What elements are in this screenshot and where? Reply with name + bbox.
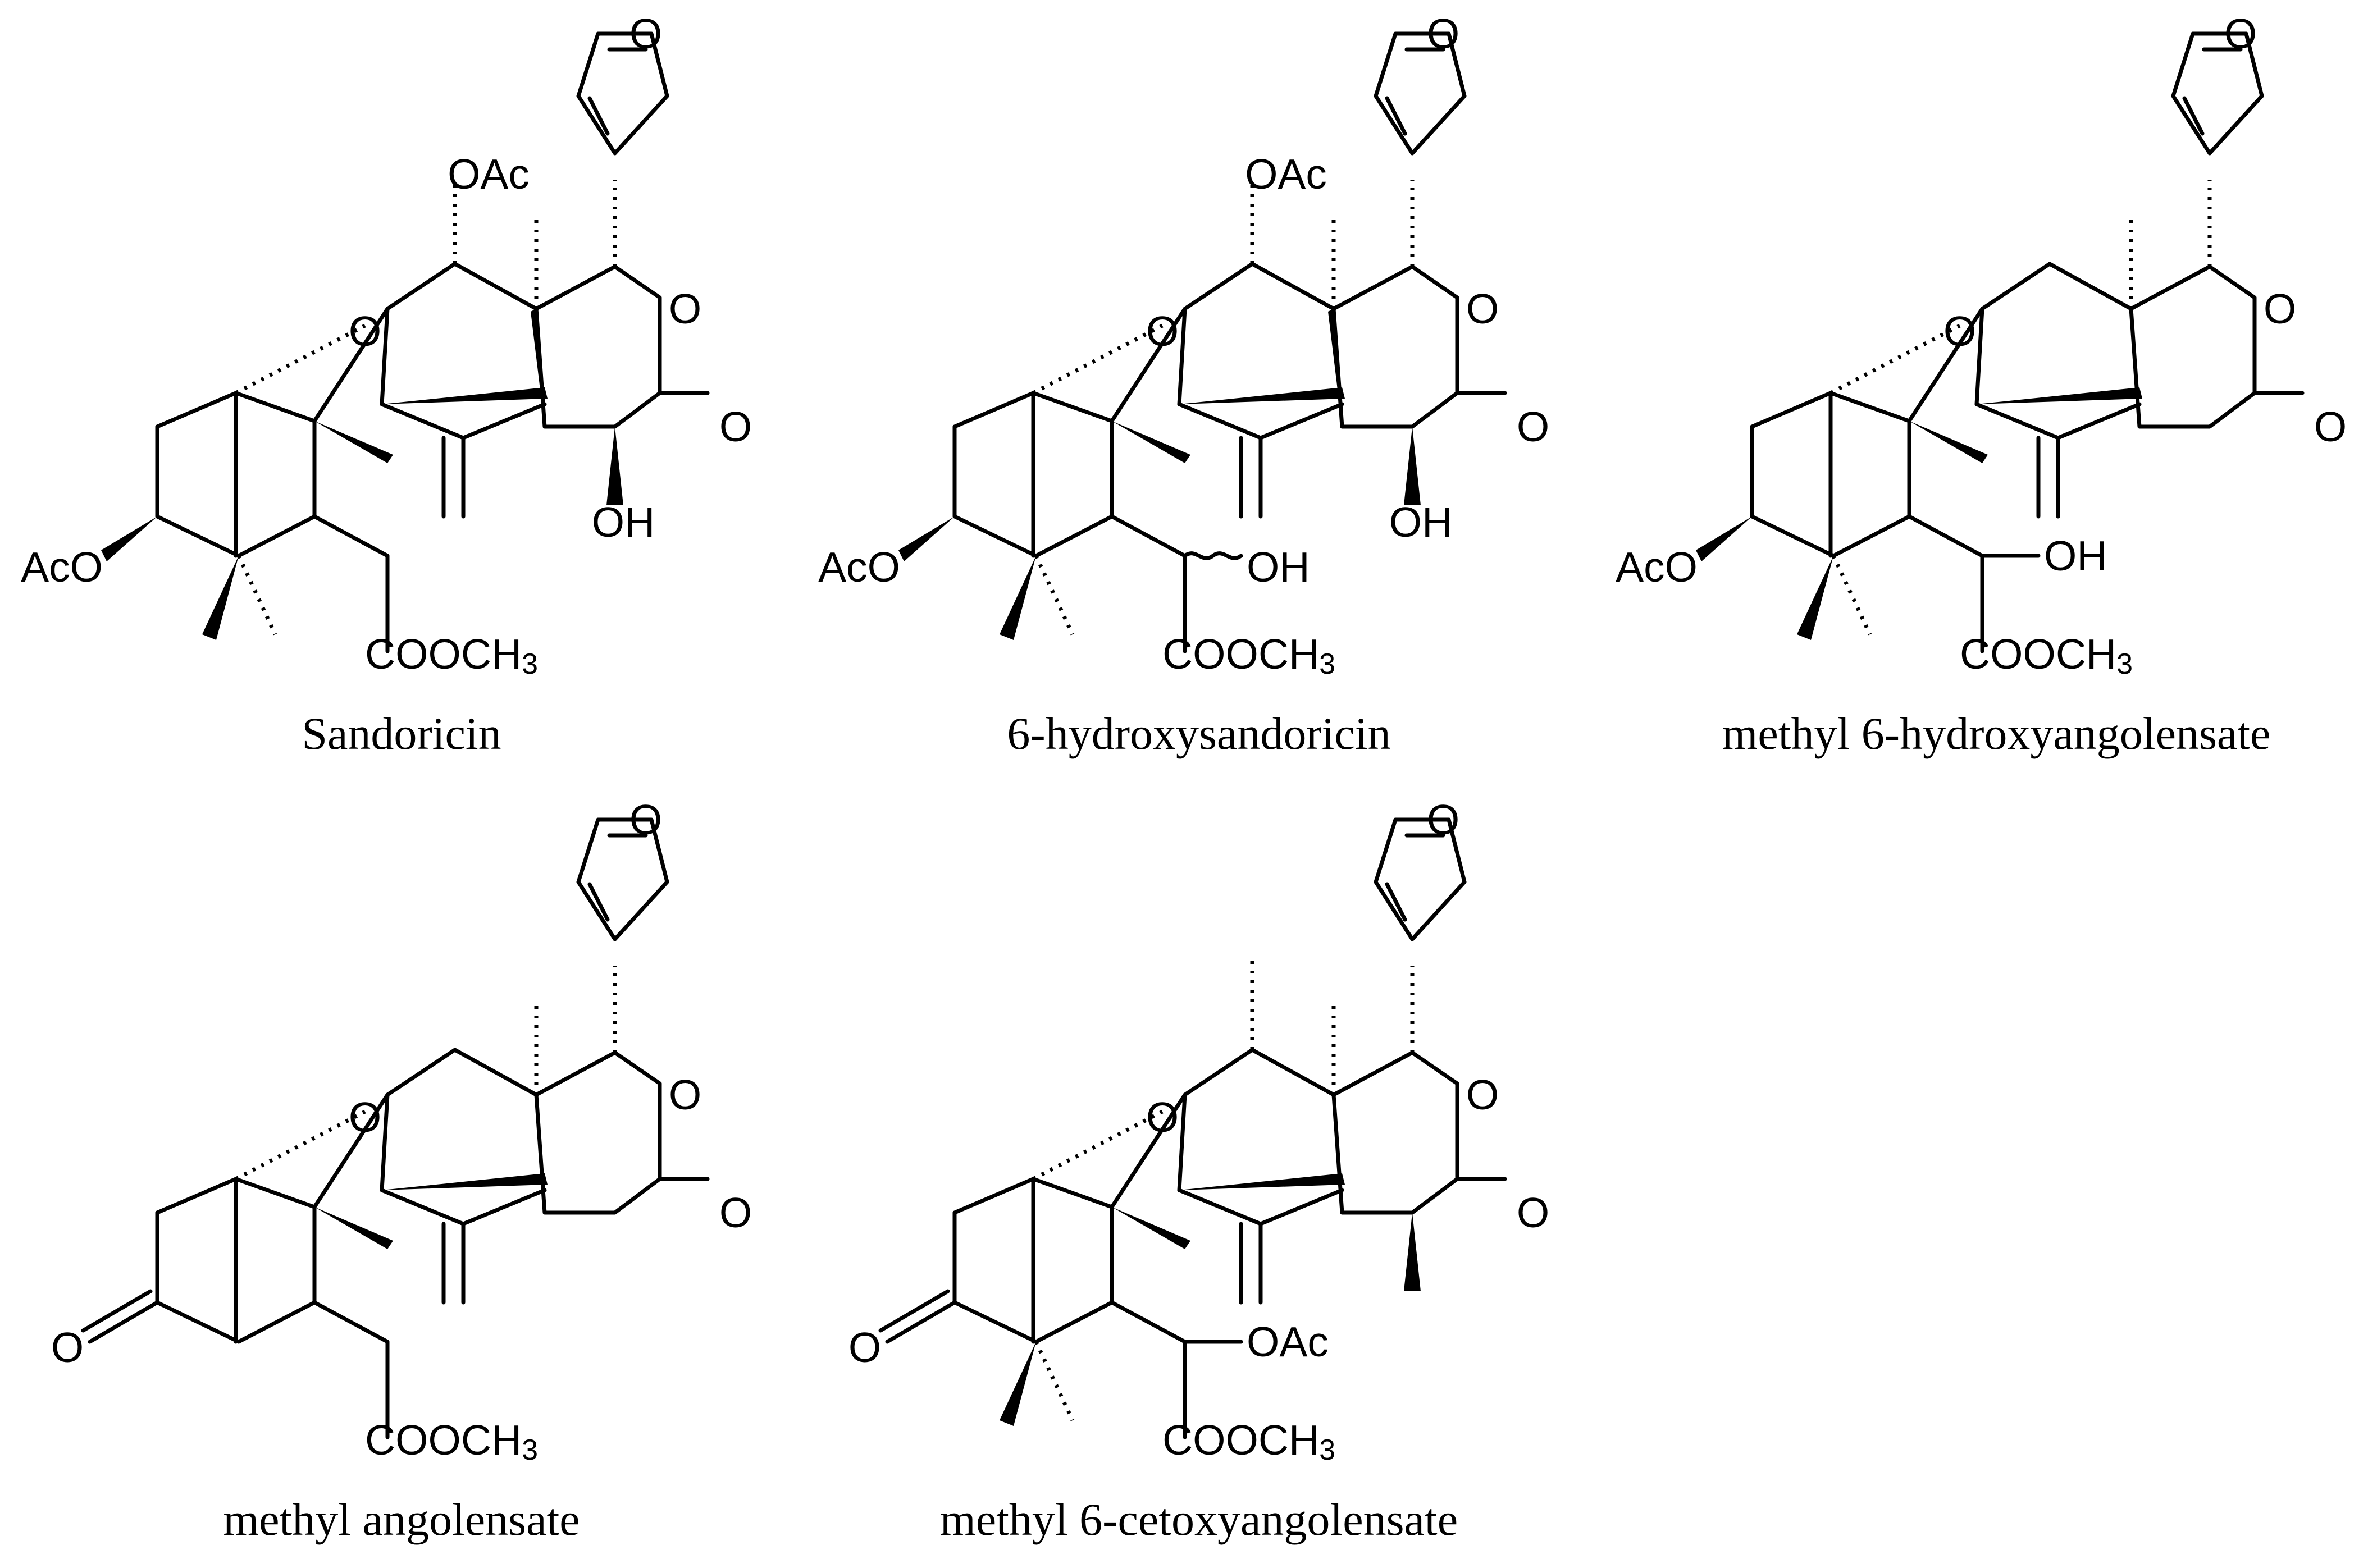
ester-label: COOCH3	[1960, 630, 2133, 680]
hydroxyl-label: OH	[1389, 499, 1453, 546]
lactone-oxygen-label: O	[669, 285, 701, 332]
ether-oxygen-label: O	[1943, 308, 1976, 355]
structure-6-hydroxysandoricin: O O O O OAc OH OH AcO COOCH3	[818, 10, 1549, 680]
acetoxy-left-label: AcO	[21, 543, 103, 591]
structure-sandoricin: O O O O OAc OH AcO COOCH3	[21, 10, 752, 680]
ether-oxygen-label: O	[1146, 1094, 1179, 1141]
acetoxy-left-label: AcO	[1616, 543, 1698, 591]
lactone-oxygen-label: O	[2264, 285, 2296, 332]
furan-oxygen-label: O	[629, 796, 662, 843]
structure-methyl-angolensate: O O O O O COOCH3	[51, 796, 752, 1466]
ether-oxygen-label: O	[349, 308, 381, 355]
structure-methyl-6-hydroxyangolensate: O O O O OH AcO COOCH3	[1616, 10, 2347, 680]
furan-oxygen-label: O	[629, 10, 662, 57]
side-hydroxyl-label: OH	[2044, 532, 2107, 579]
carbonyl-oxygen-label: O	[1517, 403, 1549, 450]
compound-name-methyl-6-hydroxyangolensate: methyl 6-hydroxyangolensate	[1722, 708, 2271, 759]
structure-methyl-6-cetoxyangolensate: O O O O O OAc COOCH3	[848, 796, 1549, 1466]
ester-label: COOCH3	[365, 1416, 538, 1466]
carbonyl-oxygen-label: O	[719, 1189, 752, 1236]
acetoxy-label: OAc	[1245, 150, 1327, 198]
side-hydroxyl-label: OH	[1247, 543, 1310, 591]
side-acetoxy-label: OAc	[1247, 1318, 1329, 1365]
ester-label: COOCH3	[365, 630, 538, 680]
ether-oxygen-label: O	[349, 1094, 381, 1141]
furan-oxygen-label: O	[1427, 10, 1459, 57]
lactone-oxygen-label: O	[669, 1071, 701, 1118]
carbonyl-oxygen-label: O	[719, 403, 752, 450]
carbonyl-oxygen-label: O	[2314, 403, 2347, 450]
furan-oxygen-label: O	[1427, 796, 1459, 843]
ketone-oxygen-label: O	[848, 1324, 881, 1371]
compound-name-sandoricin: Sandoricin	[302, 708, 501, 759]
acetoxy-left-label: AcO	[818, 543, 900, 591]
carbonyl-oxygen-label: O	[1517, 1189, 1549, 1236]
lactone-oxygen-label: O	[1466, 285, 1499, 332]
compound-name-methyl-6-cetoxyangolensate: methyl 6-cetoxyangolensate	[939, 1494, 1458, 1545]
ether-oxygen-label: O	[1146, 308, 1179, 355]
ester-label: COOCH3	[1162, 630, 1335, 680]
hydroxyl-label: OH	[592, 499, 655, 546]
furan-oxygen-label: O	[2224, 10, 2257, 57]
compound-name-6-hydroxysandoricin: 6-hydroxysandoricin	[1007, 708, 1391, 759]
compound-name-methyl-angolensate: methyl angolensate	[223, 1494, 580, 1545]
acetoxy-label: OAc	[448, 150, 530, 198]
lactone-oxygen-label: O	[1466, 1071, 1499, 1118]
ketone-oxygen-label: O	[51, 1324, 84, 1371]
ester-label: COOCH3	[1162, 1416, 1335, 1466]
